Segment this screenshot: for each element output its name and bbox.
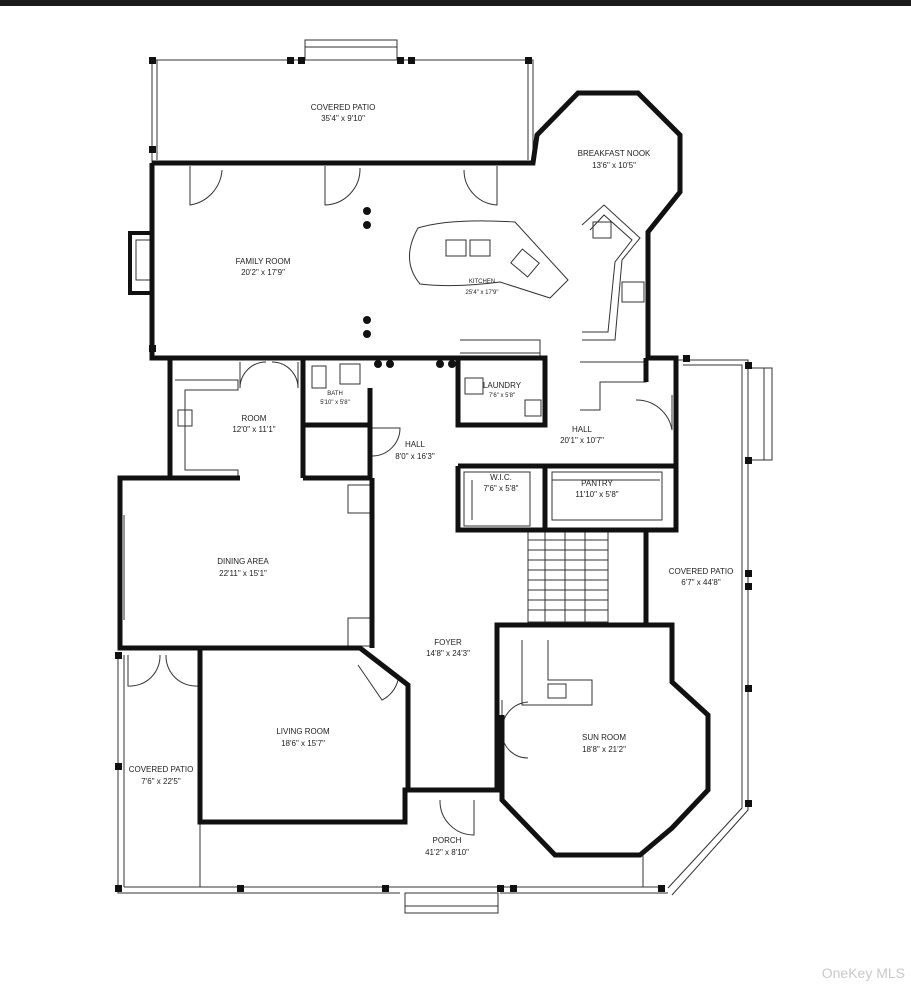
- room-name-bath: BATH: [327, 391, 343, 397]
- columns: [115, 57, 752, 892]
- room-name-kitchen: KITCHEN: [469, 279, 495, 285]
- thin-outlines: [117, 39, 773, 914]
- room-dims-dining-area: 22'11" x 15'1": [219, 569, 267, 578]
- room-name-sun-room: SUN ROOM: [582, 733, 626, 742]
- room-dims-hall-main: 20'1" x 10'7": [560, 436, 604, 445]
- walls: [117, 90, 711, 858]
- room-dims-breakfast-nook: 13'6" x 10'5": [592, 161, 636, 170]
- room-dims-covered-patio-right: 6'7" x 44'8": [681, 578, 721, 587]
- room-name-family-room: FAMILY ROOM: [236, 257, 291, 266]
- top-bar: [0, 0, 911, 6]
- room-labels: COVERED PATIO 35'4" x 9'10" BREAKFAST NO…: [129, 103, 734, 857]
- room-dims-bath: 5'10" x 5'8": [320, 400, 350, 406]
- room-name-laundry: LAUNDRY: [483, 381, 522, 390]
- room-dims-wic: 7'6" x 5'8": [484, 484, 519, 493]
- room-name-hall-small: HALL: [405, 440, 426, 449]
- room-dims-pantry: 11'10" x 5'8": [575, 490, 618, 499]
- room-name-hall-main: HALL: [572, 425, 593, 434]
- room-name-pantry: PANTRY: [581, 479, 613, 488]
- room-name-wic: W.I.C.: [490, 473, 512, 482]
- room-dims-porch: 41'2" x 8'10": [425, 848, 469, 857]
- watermark: OneKey MLS: [821, 965, 905, 981]
- room-dims-hall-small: 8'0" x 16'3": [395, 452, 435, 461]
- room-name-covered-patio-top: COVERED PATIO: [311, 103, 376, 112]
- room-dims-kitchen: 25'4" x 17'9": [466, 290, 499, 296]
- room-name-breakfast-nook: BREAKFAST NOOK: [578, 149, 651, 158]
- room-dims-laundry: 7'6" x 5'8": [489, 393, 515, 399]
- room-name-room: ROOM: [242, 414, 267, 423]
- room-name-covered-patio-right: COVERED PATIO: [669, 567, 734, 576]
- room-name-dining-area: DINING AREA: [217, 557, 269, 566]
- room-dims-family-room: 20'2" x 17'9": [241, 268, 285, 277]
- room-dims-covered-patio-left: 7'6" x 22'5": [141, 777, 181, 786]
- room-dims-living-room: 18'6" x 15'7": [281, 739, 325, 748]
- room-dims-covered-patio-top: 35'4" x 9'10": [321, 114, 365, 123]
- room-name-covered-patio-left: COVERED PATIO: [129, 765, 194, 774]
- room-name-porch: PORCH: [433, 836, 462, 845]
- room-name-foyer: FOYER: [434, 638, 462, 647]
- room-dims-room: 12'0" x 11'1": [232, 425, 275, 434]
- room-dims-foyer: 14'8" x 24'3": [426, 649, 470, 658]
- room-name-living-room: LIVING ROOM: [276, 727, 330, 736]
- room-dims-sun-room: 18'8" x 21'2": [582, 745, 626, 754]
